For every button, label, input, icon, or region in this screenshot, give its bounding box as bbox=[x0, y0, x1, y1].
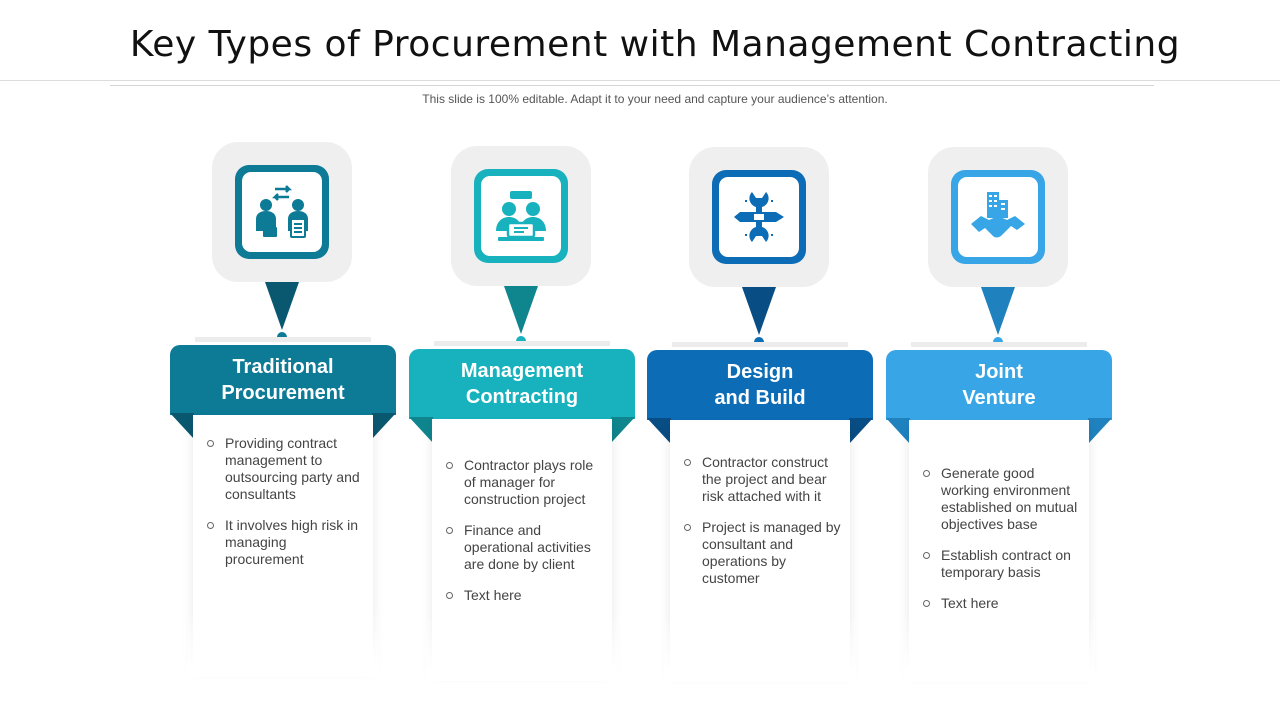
ribbon-fold-left bbox=[886, 418, 910, 444]
header-shadow-strip bbox=[672, 342, 848, 347]
ribbon-fold-right bbox=[611, 417, 635, 443]
connector-pin bbox=[742, 287, 776, 347]
icon-container bbox=[689, 147, 829, 287]
icon-frame bbox=[235, 165, 329, 259]
title-underline bbox=[110, 85, 1154, 86]
bullet-point: It involves high risk in managing procur… bbox=[205, 517, 365, 568]
ribbon-fold-left bbox=[409, 417, 433, 443]
card-header: Design and Build bbox=[647, 350, 873, 420]
card-header: Traditional Procurement bbox=[170, 345, 396, 415]
people-exchange-icon bbox=[256, 185, 308, 238]
ribbon-fold-right bbox=[1088, 418, 1112, 444]
bullet-point: Text here bbox=[444, 587, 604, 604]
icon-frame bbox=[474, 169, 568, 263]
page-title: Key Types of Procurement with Management… bbox=[129, 24, 1181, 65]
icon-container bbox=[928, 147, 1068, 287]
header-shadow-strip bbox=[434, 341, 610, 346]
card-traditional-procurement: Traditional Procurement Providing contra… bbox=[170, 142, 396, 702]
header-shadow-strip bbox=[195, 337, 371, 342]
card-heading: Joint Venture bbox=[962, 361, 1036, 409]
connector-pin bbox=[265, 282, 299, 342]
icon-container bbox=[451, 146, 591, 286]
bullet-point: Contractor plays role of manager for con… bbox=[444, 457, 604, 508]
card-body: Generate good working environment establ… bbox=[903, 420, 1095, 682]
bullet-point: Providing contract management to outsour… bbox=[205, 435, 365, 503]
handshake-building-icon bbox=[971, 192, 1025, 238]
connector-pin bbox=[981, 287, 1015, 347]
bullet-point: Generate good working environment establ… bbox=[921, 465, 1081, 533]
card-header: Joint Venture bbox=[886, 350, 1112, 420]
bullet-point: Contractor construct the project and bea… bbox=[682, 454, 842, 505]
ribbon-fold-right bbox=[849, 418, 873, 444]
icon-frame bbox=[712, 170, 806, 264]
icon-container bbox=[212, 142, 352, 282]
card-body: Contractor plays role of manager for con… bbox=[426, 419, 618, 681]
tools-icon bbox=[734, 192, 784, 242]
ribbon-fold-left bbox=[647, 418, 671, 444]
ribbon-fold-right bbox=[372, 413, 396, 439]
bullet-point: Establish contract on temporary basis bbox=[921, 547, 1081, 581]
bullet-point: Project is managed by consultant and ope… bbox=[682, 519, 842, 587]
card-body: Providing contract management to outsour… bbox=[187, 415, 379, 677]
bullet-point: Finance and operational activities are d… bbox=[444, 522, 604, 573]
card-joint-venture: Joint Venture Generate good working envi… bbox=[886, 147, 1112, 707]
card-heading: Management Contracting bbox=[460, 360, 584, 408]
connector-pin bbox=[504, 286, 538, 346]
team-meeting-icon bbox=[496, 191, 546, 241]
card-heading: Design and Build bbox=[714, 361, 806, 409]
header-shadow-strip bbox=[911, 342, 1087, 347]
card-body: Contractor construct the project and bea… bbox=[664, 420, 856, 682]
bullet-point: Text here bbox=[921, 595, 1081, 612]
card-header: Management Contracting bbox=[409, 349, 635, 419]
page-subtitle: This slide is 100% editable. Adapt it to… bbox=[422, 92, 888, 106]
card-heading: Traditional Procurement bbox=[221, 356, 345, 404]
title-divider bbox=[0, 80, 1280, 81]
icon-frame bbox=[951, 170, 1045, 264]
card-design-and-build: Design and Build Contractor construct th… bbox=[647, 147, 873, 707]
card-management-contracting: Management Contracting Contractor plays … bbox=[409, 146, 635, 706]
ribbon-fold-left bbox=[170, 413, 194, 439]
